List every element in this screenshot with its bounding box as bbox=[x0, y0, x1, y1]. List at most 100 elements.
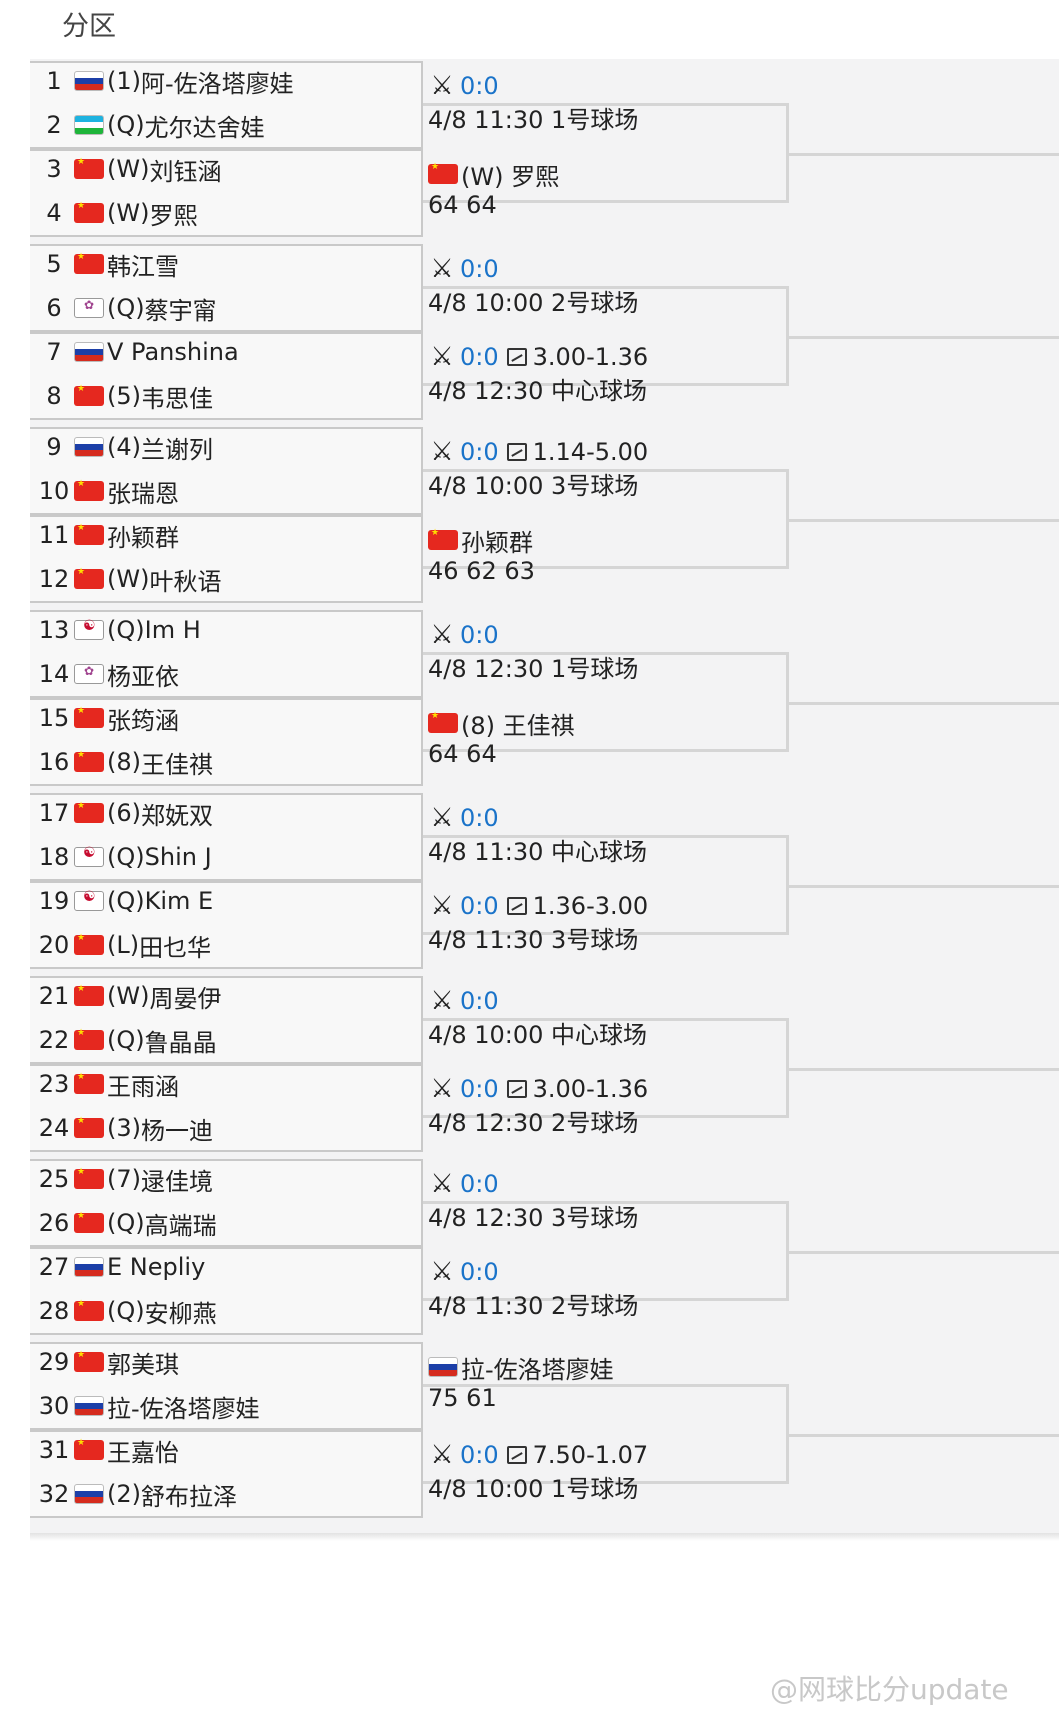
match-status[interactable]: ⚔0:0 bbox=[428, 618, 507, 652]
match-score: 0:0 bbox=[460, 1075, 499, 1103]
player-row[interactable]: 19(Q)Kim E bbox=[38, 881, 213, 921]
player-number: 27 bbox=[38, 1253, 70, 1281]
winner-name: (8) 王佳祺 bbox=[461, 711, 575, 740]
crossed-swords-icon: ⚔ bbox=[430, 71, 454, 101]
player-number: 12 bbox=[38, 565, 70, 593]
flag-icon-cn bbox=[74, 984, 104, 1006]
player-name: Im H bbox=[144, 616, 201, 644]
match-status[interactable]: ⚔0:0 bbox=[428, 801, 507, 835]
match-result: 64 64 bbox=[428, 740, 497, 768]
player-row[interactable]: 11孙颖群 bbox=[38, 515, 179, 555]
player-name: 蔡宇甯 bbox=[144, 296, 217, 325]
chart-icon[interactable] bbox=[506, 443, 527, 461]
player-number: 2 bbox=[46, 111, 62, 139]
match-winner[interactable]: (W) 罗熙 bbox=[428, 157, 559, 191]
player-row[interactable]: 20(L)田乜华 bbox=[38, 925, 211, 965]
player-row[interactable]: 31王嘉怡 bbox=[38, 1430, 179, 1470]
crossed-swords-icon: ⚔ bbox=[430, 437, 454, 467]
player-row[interactable]: 32(2)舒布拉泽 bbox=[38, 1474, 237, 1514]
player-row[interactable]: 4(W)罗熙 bbox=[38, 193, 197, 233]
chart-icon[interactable] bbox=[506, 1080, 527, 1098]
player-row[interactable]: 23王雨涵 bbox=[38, 1064, 179, 1104]
player-row[interactable]: 18(Q)Shin J bbox=[38, 837, 212, 877]
crossed-swords-icon: ⚔ bbox=[430, 1440, 454, 1470]
player-row[interactable]: 14杨亚依 bbox=[38, 654, 179, 694]
match-odds[interactable]: 1.36-3.00 bbox=[532, 892, 649, 920]
player-row[interactable]: 22(Q)鲁晶晶 bbox=[38, 1020, 217, 1060]
crossed-swords-icon: ⚔ bbox=[430, 342, 454, 372]
chart-icon[interactable] bbox=[506, 1446, 527, 1464]
flag-icon-cn bbox=[74, 1438, 104, 1460]
player-row[interactable]: 29郭美琪 bbox=[38, 1342, 179, 1382]
player-name: 罗熙 bbox=[149, 201, 198, 230]
bracket-connector bbox=[789, 1434, 1059, 1437]
player-row[interactable]: 24(3)杨一迪 bbox=[38, 1108, 213, 1148]
player-row[interactable]: 15张筠涵 bbox=[38, 698, 179, 738]
player-row[interactable]: 25(7)逯佳境 bbox=[38, 1159, 213, 1199]
match-status[interactable]: ⚔0:0 3.00-1.36 bbox=[428, 1072, 648, 1106]
player-number: 9 bbox=[46, 433, 62, 461]
player-row[interactable]: 9(4)兰谢列 bbox=[38, 427, 213, 467]
player-seed: (1) bbox=[107, 67, 141, 95]
flag-icon-ru bbox=[74, 1484, 104, 1504]
player-number: 18 bbox=[38, 843, 70, 871]
player-row[interactable]: 2(Q)尤尔达舍娃 bbox=[38, 105, 264, 145]
match-schedule: 4/8 12:30 2号球场 bbox=[428, 1108, 639, 1137]
player-row[interactable]: 6(Q)蔡宇甯 bbox=[38, 288, 217, 328]
player-name: 周晏伊 bbox=[149, 984, 222, 1013]
player-seed: (Q) bbox=[107, 1297, 145, 1325]
match-odds[interactable]: 7.50-1.07 bbox=[532, 1441, 649, 1469]
chart-icon[interactable] bbox=[506, 897, 527, 915]
player-row[interactable]: 28(Q)安柳燕 bbox=[38, 1291, 217, 1331]
player-row[interactable]: 12(W)叶秋语 bbox=[38, 559, 222, 599]
match-status[interactable]: ⚔0:0 bbox=[428, 69, 507, 103]
player-seed: (Q) bbox=[107, 111, 145, 139]
match-winner[interactable]: 孙颖群 bbox=[428, 523, 533, 557]
match-odds[interactable]: 3.00-1.36 bbox=[532, 1075, 649, 1103]
player-row[interactable]: 8(5)韦思佳 bbox=[38, 376, 213, 416]
player-seed: (Q) bbox=[107, 616, 145, 644]
player-row[interactable]: 3(W)刘钰涵 bbox=[38, 149, 221, 189]
player-seed: (Q) bbox=[107, 887, 145, 915]
player-number: 19 bbox=[38, 887, 70, 915]
match-status[interactable]: ⚔0:0 bbox=[428, 252, 507, 286]
match-status[interactable]: ⚔0:0 bbox=[428, 984, 507, 1018]
flag-icon-ru bbox=[74, 342, 104, 362]
match-odds[interactable]: 3.00-1.36 bbox=[532, 343, 649, 371]
match-schedule: 4/8 12:30 3号球场 bbox=[428, 1203, 639, 1232]
player-number: 26 bbox=[38, 1209, 70, 1237]
player-row[interactable]: 26(Q)高端瑞 bbox=[38, 1203, 217, 1243]
match-score: 0:0 bbox=[460, 621, 499, 649]
flag-icon-ru bbox=[74, 1396, 104, 1416]
player-row[interactable]: 10张瑞恩 bbox=[38, 471, 179, 511]
player-seed: (6) bbox=[107, 799, 141, 827]
player-row[interactable]: 17(6)郑妩双 bbox=[38, 793, 213, 833]
player-number: 31 bbox=[38, 1436, 70, 1464]
match-score: 0:0 bbox=[460, 255, 499, 283]
match-winner[interactable]: (8) 王佳祺 bbox=[428, 706, 575, 740]
match-schedule: 4/8 11:30 1号球场 bbox=[428, 105, 639, 134]
crossed-swords-icon: ⚔ bbox=[430, 986, 454, 1016]
crossed-swords-icon: ⚔ bbox=[430, 1074, 454, 1104]
player-name: 张筠涵 bbox=[107, 706, 179, 735]
player-row[interactable]: 5韩江雪 bbox=[38, 244, 179, 284]
player-row[interactable]: 21(W)周晏伊 bbox=[38, 976, 222, 1016]
match-status[interactable]: ⚔0:0 bbox=[428, 1255, 507, 1289]
player-row[interactable]: 16(8)王佳祺 bbox=[38, 742, 213, 782]
player-seed: (Q) bbox=[107, 1026, 145, 1054]
match-status[interactable]: ⚔0:0 bbox=[428, 1167, 507, 1201]
player-row[interactable]: 1(1)阿-佐洛塔廖娃 bbox=[38, 61, 293, 101]
player-row[interactable]: 13(Q)Im H bbox=[38, 610, 201, 650]
match-schedule: 4/8 12:30 中心球场 bbox=[428, 376, 648, 405]
match-odds[interactable]: 1.14-5.00 bbox=[532, 438, 649, 466]
flag-icon-ru bbox=[74, 1257, 104, 1277]
chart-icon[interactable] bbox=[506, 348, 527, 366]
match-winner[interactable]: 拉-佐洛塔廖娃 bbox=[428, 1350, 614, 1384]
